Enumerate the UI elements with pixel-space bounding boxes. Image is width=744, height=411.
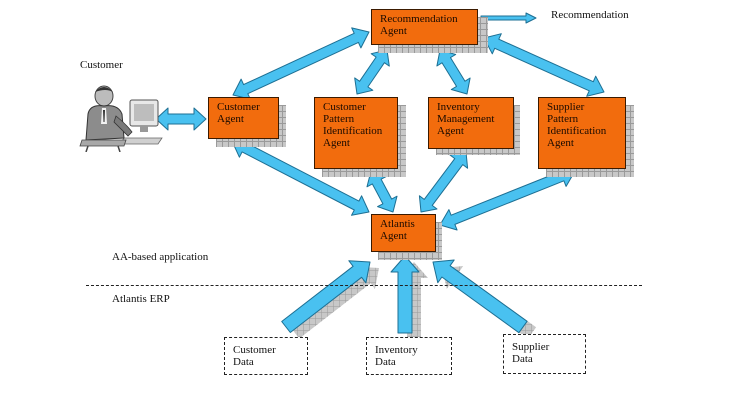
atlantis-agent[interactable]: Atlantis Agent: [371, 214, 436, 252]
inventory-data-source[interactable]: Inventory Data: [366, 337, 452, 375]
arrow-pattern-to-atlantis: [366, 170, 398, 213]
recommendation-output-label: Recommendation: [551, 9, 629, 21]
customer-data-source[interactable]: Customer Data: [224, 337, 308, 375]
arrow-pattern-to-recommendation: [354, 49, 390, 95]
person-at-computer-icon: [79, 85, 163, 152]
arrow-recommendation-output: [480, 12, 537, 24]
layer-separator: [86, 285, 642, 286]
recommendation-agent[interactable]: Recommendation Agent: [371, 9, 478, 45]
inventory-management-agent[interactable]: Inventory Management Agent: [428, 97, 514, 149]
aa-application-label: AA-based application: [112, 251, 209, 263]
arrow-inventory-data-to-atlantis: [390, 255, 420, 334]
arrow-supplier-data-to-atlantis: [432, 259, 528, 334]
arrow-customer-agent-to-recommendation: [232, 27, 370, 100]
arrow-customer-data-to-atlantis: [281, 260, 371, 333]
arrow-supplier-to-recommendation: [483, 33, 605, 97]
arrow-inventory-to-atlantis: [418, 151, 469, 213]
arrow-customer-to-customer-agent: [155, 107, 207, 131]
arrow-inventory-to-recommendation: [436, 49, 471, 95]
arrow-customer-data-to-atlantis-shadow: [290, 266, 379, 339]
customer-agent[interactable]: Customer Agent: [208, 97, 279, 139]
supplier-pattern-agent[interactable]: Supplier Pattern Identification Agent: [538, 97, 626, 169]
customer-label: Customer: [80, 59, 123, 71]
supplier-data-source[interactable]: Supplier Data: [503, 334, 586, 374]
erp-label: Atlantis ERP: [112, 293, 170, 305]
customer-pattern-agent[interactable]: Customer Pattern Identification Agent: [314, 97, 398, 169]
